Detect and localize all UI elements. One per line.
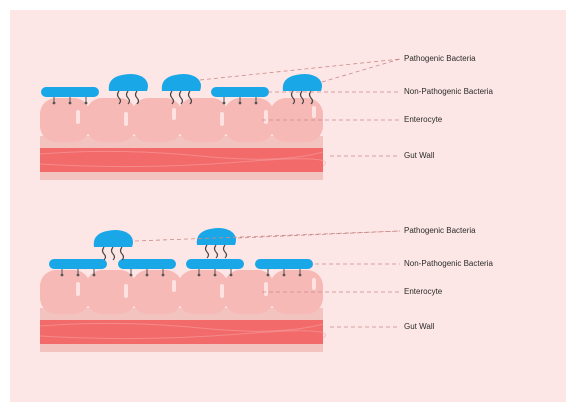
- bottom-leader-lines: [134, 230, 401, 328]
- bottom-pathogenic-label: Pathogenic Bacteria: [404, 226, 476, 235]
- top-gut-wall-label: Gut Wall: [404, 151, 435, 160]
- bottom-non-pathogenic-label: Non-Pathogenic Bacteria: [404, 259, 493, 268]
- bottom-non-pathogenic-bacteria: [48, 258, 314, 277]
- top-non-pathogenic-label: Non-Pathogenic Bacteria: [404, 87, 493, 96]
- bottom-gut-wall-label: Gut Wall: [404, 322, 435, 331]
- top-pathogenic-label: Pathogenic Bacteria: [404, 54, 476, 63]
- top-leader-lines: [199, 58, 401, 157]
- top-enterocyte-layer: [39, 97, 326, 181]
- bottom-enterocyte-label: Enterocyte: [404, 287, 443, 296]
- top-enterocyte-label: Enterocyte: [404, 115, 443, 124]
- bottom-enterocyte-layer: [39, 269, 326, 353]
- bottom-pathogenic-bacteria: [93, 227, 237, 261]
